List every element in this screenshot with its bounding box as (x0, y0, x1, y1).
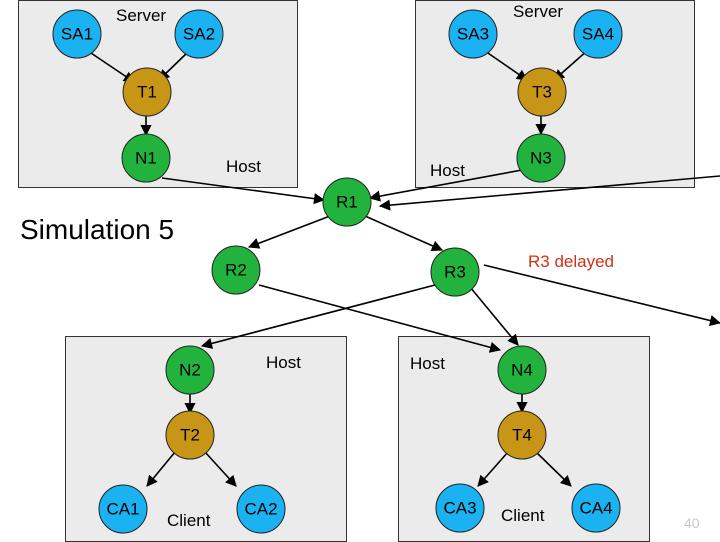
server-label-right: Server (513, 2, 564, 21)
edge-r3-n2 (200, 284, 436, 349)
host-label-right-bottom: Host (410, 354, 445, 373)
node-label-n1: N1 (135, 149, 157, 168)
node-label-t3: T3 (532, 83, 552, 102)
node-t2 (165, 410, 215, 460)
node-label-n3: N3 (530, 149, 552, 168)
host-label-right-top: Host (430, 161, 465, 180)
edge-n1-r1 (161, 177, 326, 205)
node-ca3 (435, 483, 485, 533)
edge-t2-ca2 (204, 451, 237, 487)
edge-r2-n4 (258, 284, 502, 353)
node-t1 (122, 67, 172, 117)
node-label-ca4: CA4 (579, 499, 612, 518)
node-sa1 (52, 9, 102, 59)
node-label-r1: R1 (336, 193, 358, 212)
node-label-sa2: SA2 (183, 25, 215, 44)
node-r1 (322, 177, 372, 227)
node-label-n2: N2 (179, 361, 201, 380)
r3-delayed-annotation: R3 delayed (528, 252, 615, 271)
client-label-left: Client (167, 511, 211, 530)
node-label-ca1: CA1 (106, 500, 139, 519)
edge-t4-ca4 (535, 451, 572, 487)
page-number: 40 (684, 515, 700, 531)
node-label-ca2: CA2 (244, 500, 277, 519)
node-label-t4: T4 (512, 426, 532, 445)
slide-title: Simulation 5 (20, 214, 175, 245)
edge-r3-offscreen (483, 264, 720, 327)
edge-sa4-t3 (553, 49, 589, 81)
node-label-t1: T1 (137, 83, 157, 102)
node-n3 (516, 133, 566, 183)
node-n4 (497, 345, 547, 395)
edge-t2-ca1 (146, 451, 176, 487)
edge-offscreen-r1 (378, 175, 720, 211)
node-label-r2: R2 (225, 261, 247, 280)
node-t4 (497, 410, 547, 460)
edge-n3-r1 (368, 169, 523, 202)
node-ca1 (98, 484, 148, 534)
node-label-sa1: SA1 (61, 25, 93, 44)
node-label-sa4: SA4 (582, 25, 614, 44)
node-label-n4: N4 (511, 361, 533, 380)
node-n1 (121, 133, 171, 183)
client-label-right: Client (501, 506, 545, 525)
edge-r3-n4 (469, 286, 519, 346)
edge-sa3-t3 (484, 50, 528, 81)
node-sa2 (174, 9, 224, 59)
node-sa3 (448, 9, 498, 59)
edge-t4-ca3 (477, 451, 509, 487)
edge-r1-r3 (364, 215, 444, 252)
server-label-left: Server (116, 6, 167, 25)
node-r3 (430, 247, 480, 297)
node-n2 (165, 345, 215, 395)
edge-sa1-t1 (87, 50, 135, 83)
node-label-sa3: SA3 (457, 25, 489, 44)
nodes (52, 9, 623, 534)
node-ca4 (571, 483, 621, 533)
node-sa4 (573, 9, 623, 59)
node-label-ca3: CA3 (443, 499, 476, 518)
node-label-r3: R3 (444, 263, 466, 282)
host-label-left-top: Host (226, 157, 261, 176)
node-ca2 (236, 484, 286, 534)
node-r2 (211, 245, 261, 295)
host-label-left-bottom: Host (266, 353, 301, 372)
node-t3 (517, 67, 567, 117)
edge-r1-r2 (247, 215, 331, 249)
node-label-t2: T2 (180, 426, 200, 445)
